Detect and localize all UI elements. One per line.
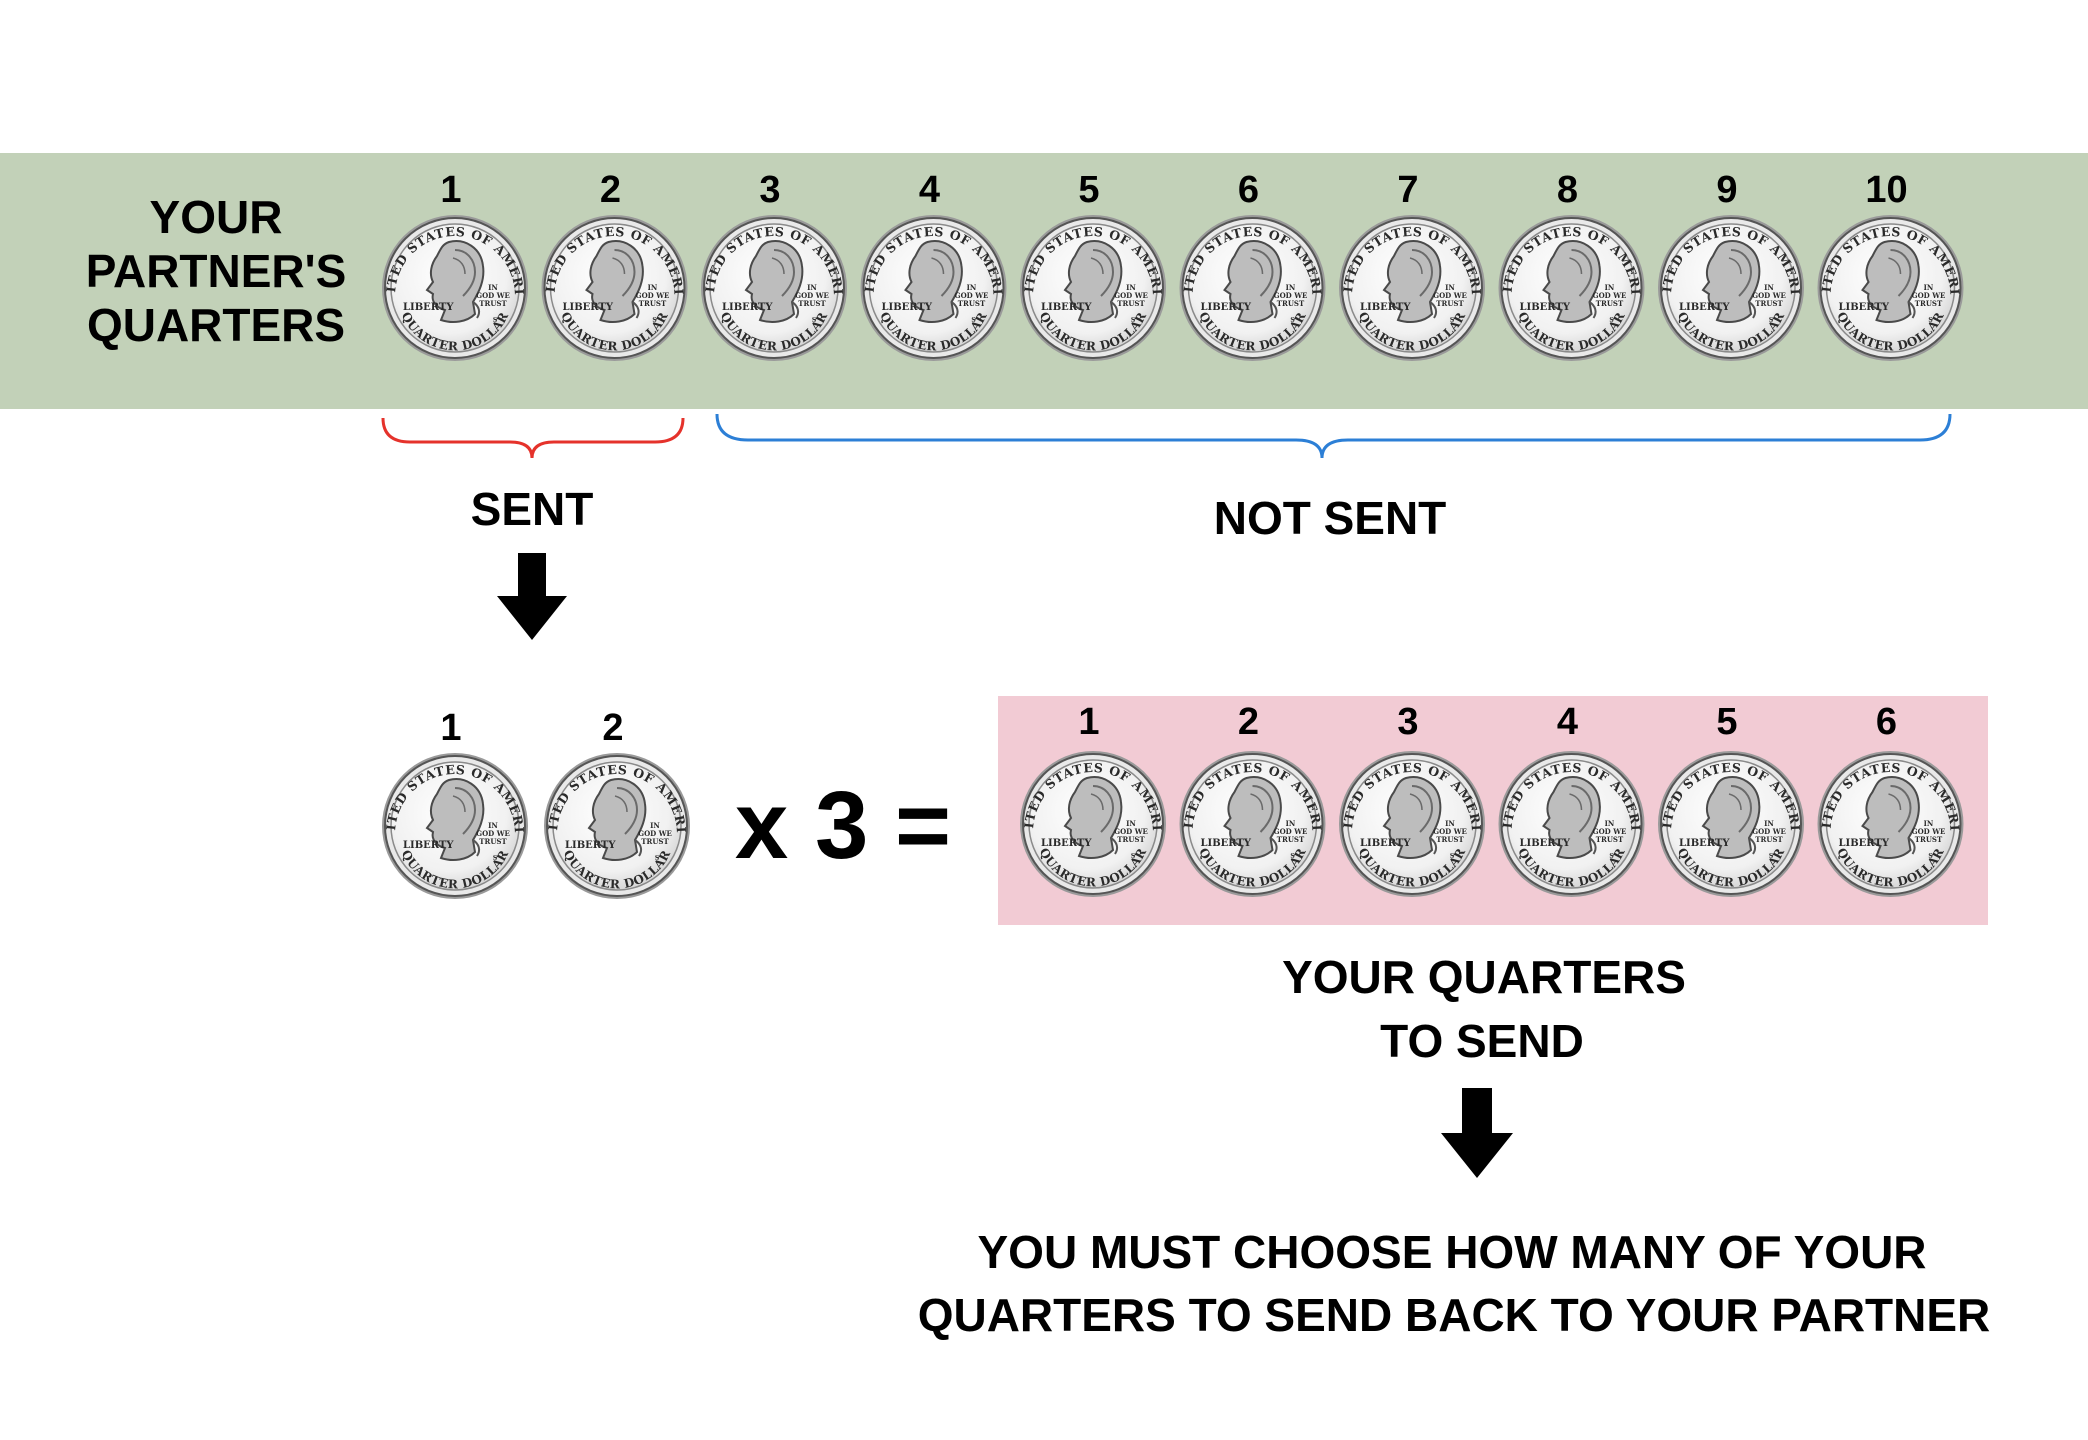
your-coin-number: 1 [1078, 701, 1099, 743]
partner-title-line-1: YOUR [150, 191, 283, 243]
multiply-equation: x 3 = [735, 772, 951, 879]
sent-brace [381, 417, 685, 459]
partner-coin-number: 1 [440, 169, 461, 211]
not-sent-label: NOT SENT [1214, 492, 1447, 544]
quarter-coin-icon [1657, 750, 1805, 898]
quarter-coin-icon [700, 214, 848, 362]
your-coin-number: 3 [1397, 701, 1418, 743]
your-quarters-caption-line-2: TO SEND [1380, 1015, 1584, 1067]
instruction-line-1: YOU MUST CHOOSE HOW MANY OF YOUR [977, 1226, 1926, 1278]
quarter-coin-icon [540, 214, 689, 362]
quarter-coin-icon [1338, 214, 1486, 362]
your-coin-number: 5 [1716, 701, 1737, 743]
quarter-coin-icon [859, 214, 1008, 362]
quarter-coin-icon [381, 214, 529, 362]
partner-title-line-2: PARTNER'S [86, 245, 347, 297]
quarter-coin-icon [1816, 750, 1965, 898]
your-coin-number: 4 [1557, 701, 1578, 743]
down-arrow-icon [1441, 1088, 1513, 1178]
quarter-coin-icon [1816, 214, 1965, 362]
quarter-coin-icon [1019, 214, 1167, 362]
quarter-coin-icon [1497, 214, 1646, 362]
partner-coin-number: 9 [1716, 169, 1737, 211]
partner-coin-number: 2 [600, 169, 621, 211]
quarter-coin-icon [543, 752, 691, 900]
sent-label: SENT [471, 483, 594, 535]
your-quarters-row: 1 2 3 4 5 6 [1019, 701, 1965, 898]
partner-title-line-3: QUARTERS [87, 299, 345, 351]
partner-coin-number: 7 [1397, 169, 1418, 211]
quarter-coin-icon [1338, 750, 1486, 898]
partner-coin-number: 3 [759, 169, 780, 211]
quarter-coin-icon [1019, 750, 1167, 898]
down-arrow-icon [497, 553, 567, 640]
sent-coin-number: 1 [440, 707, 461, 749]
quarter-coin-icon [381, 752, 529, 900]
sent-coin-number: 2 [602, 707, 623, 749]
your-quarters-caption-line-1: YOUR QUARTERS [1282, 951, 1686, 1003]
partner-title: YOUR PARTNER'S QUARTERS [86, 191, 347, 351]
instruction-line-2: QUARTERS TO SEND BACK TO YOUR PARTNER [918, 1289, 1991, 1341]
your-coin-number: 2 [1238, 701, 1259, 743]
partner-coins-row: 1 2 3 4 5 6 7 8 9 10 [381, 169, 1965, 362]
quarter-coin-icon [1657, 214, 1805, 362]
partner-coin-number: 6 [1238, 169, 1259, 211]
your-coin-number: 6 [1876, 701, 1897, 743]
partner-coin-number: 8 [1557, 169, 1578, 211]
quarter-coin-icon [1178, 750, 1327, 898]
quarter-coin-icon [1497, 750, 1646, 898]
partner-coin-number: 10 [1865, 169, 1907, 211]
not-sent-brace [715, 413, 1952, 459]
partner-coin-number: 5 [1078, 169, 1099, 211]
partner-coin-number: 4 [919, 169, 940, 211]
quarter-coin-icon [1178, 214, 1327, 362]
